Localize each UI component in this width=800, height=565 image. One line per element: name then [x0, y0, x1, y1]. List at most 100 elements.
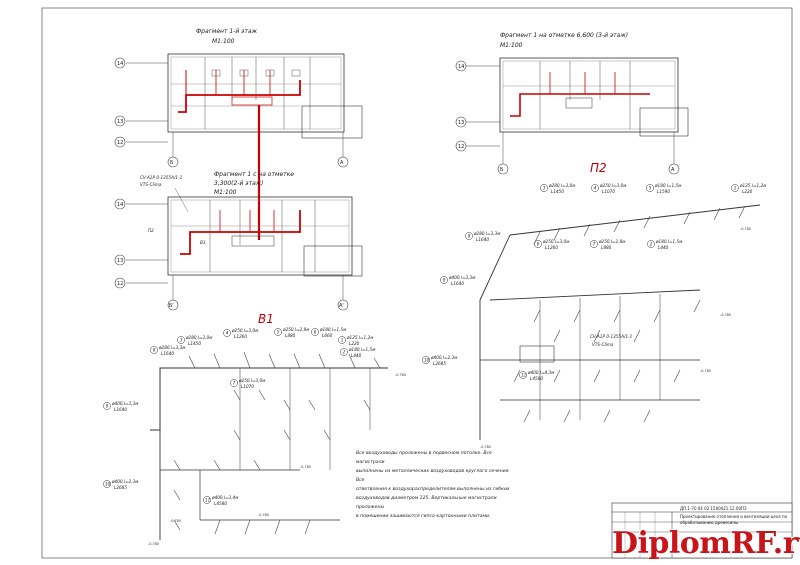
- svg-text:ø280,l=3,0м: ø280,l=3,0м: [548, 183, 575, 188]
- svg-text:8: 8: [153, 348, 156, 353]
- b1-label-group: 1 ø125,l=1,2м L220 2 ø180,l=1,5м L440 3 …: [103, 327, 375, 506]
- title-block: ДП.1-70 04 02 1500421.12.00ПЗ Проектиров…: [611, 502, 793, 559]
- svg-text:L1260: L1260: [545, 245, 558, 250]
- b1-label: 1 ø125,l=1,2м L220: [338, 335, 373, 346]
- svg-text:-0.780: -0.780: [258, 513, 269, 517]
- svg-text:4: 4: [226, 331, 229, 336]
- svg-text:-0.780: -0.780: [170, 519, 181, 523]
- svg-text:L1640: L1640: [161, 351, 174, 356]
- svg-text:L1450: L1450: [551, 189, 564, 194]
- svg-text:L1640: L1640: [114, 407, 127, 412]
- note-line: Все: [356, 477, 365, 483]
- svg-text:ø180,l=1,5м: ø180,l=1,5м: [319, 327, 346, 332]
- plan-1-scale: М1:100: [212, 38, 235, 45]
- svg-text:6: 6: [314, 330, 317, 335]
- svg-text:3: 3: [180, 338, 183, 343]
- svg-text:Б': Б': [169, 303, 174, 309]
- p2-label: 1 ø125,l=1,2м L220: [731, 183, 766, 194]
- svg-text:13: 13: [117, 258, 123, 264]
- svg-text:А: А: [671, 167, 675, 173]
- svg-text:-0.780: -0.780: [700, 369, 711, 373]
- note-line: проложены: [356, 505, 384, 510]
- scheme-p2-unit: CV-A1P 0-1355A/1-1: [590, 334, 633, 339]
- plan-3-title-line1: Фрагмент 1 с на отметке: [214, 171, 294, 178]
- b1-label: 7 ø250,l=3,0м L1070: [230, 378, 265, 389]
- p2-label: 5 ø180,l=1,5м L1590: [646, 183, 681, 194]
- b1-label: 4 ø250,l=3,0м L1260: [223, 328, 258, 339]
- svg-text:4: 4: [594, 186, 597, 191]
- p2-label: 2 ø180,l=1,5м L440: [647, 239, 682, 250]
- b1-label: 8 ø280,l=3,3м L1640: [150, 345, 185, 356]
- plan-3-brand: VTS-Clima: [140, 182, 162, 187]
- scheme-b1-title: В1: [258, 312, 274, 326]
- svg-text:ø180,l=1,5м: ø180,l=1,5м: [348, 347, 375, 352]
- svg-text:ø250,l=3,0м: ø250,l=3,0м: [542, 239, 569, 244]
- svg-text:L1640: L1640: [451, 281, 464, 286]
- svg-text:13: 13: [117, 119, 123, 125]
- svg-text:3: 3: [543, 186, 546, 191]
- p2-label: 7 ø250,l=2,8м L880: [590, 239, 625, 250]
- stamp-desc-line2: обрабатыванию древесины: [680, 520, 738, 525]
- plan-floor-3: Фрагмент 1 на отметке 6,600 (3-й этаж) М…: [455, 32, 689, 175]
- svg-text:L2685: L2685: [114, 485, 127, 490]
- b1-label: 6 ø180,l=1,5м L660: [311, 327, 346, 338]
- svg-text:12: 12: [117, 281, 123, 287]
- svg-text:2: 2: [343, 350, 346, 355]
- svg-text:L220: L220: [742, 189, 753, 194]
- p2-label: 3 ø280,l=3,0м L1450: [540, 183, 575, 194]
- plan-1-title: Фрагмент 1-й этаж: [196, 28, 258, 35]
- watermark-logo: DiplomRF.ru: [612, 526, 800, 561]
- svg-text:6: 6: [537, 242, 540, 247]
- svg-text:12: 12: [458, 144, 464, 150]
- svg-text:Б: Б: [170, 160, 174, 166]
- b1-label: 5 ø250,l=2,8м L880: [274, 327, 309, 338]
- svg-text:10: 10: [424, 358, 430, 363]
- plan-2-title: Фрагмент 1 на отметке 6,600 (3-й этаж): [500, 32, 628, 39]
- p2-label: 9 ø400,l=3,3м L1640: [440, 275, 475, 286]
- svg-text:ø250,l=3,0м: ø250,l=3,0м: [599, 183, 626, 188]
- plan-3-title-line2: 3,300(2-й этаж): [214, 180, 264, 187]
- note-line: Все воздуховоды проложены в подвесном по…: [356, 450, 492, 456]
- svg-text:А': А': [339, 303, 344, 309]
- svg-text:10: 10: [105, 482, 111, 487]
- plan-floor-2: Фрагмент 1 с на отметке 3,300(2-й этаж) …: [114, 171, 363, 311]
- svg-text:-0.780: -0.780: [300, 465, 311, 469]
- svg-text:А: А: [340, 160, 344, 166]
- svg-text:L880: L880: [285, 333, 296, 338]
- svg-text:7: 7: [233, 381, 236, 386]
- svg-text:ø125,l=1,2м: ø125,l=1,2м: [739, 183, 766, 188]
- svg-text:7: 7: [593, 242, 596, 247]
- svg-text:ø280,l=3,0м: ø280,l=3,0м: [185, 335, 212, 340]
- p2-label-group: 3 ø280,l=3,0м L1450 4 ø250,l=3,0м L1070 …: [422, 183, 766, 381]
- svg-text:L880: L880: [601, 245, 612, 250]
- stamp-code: ДП.1-70 04 02 1500421.12.00ПЗ: [680, 506, 747, 511]
- svg-text:L2685: L2685: [433, 361, 446, 366]
- svg-text:14: 14: [458, 64, 464, 70]
- svg-text:9: 9: [443, 278, 446, 283]
- svg-text:L4580: L4580: [214, 501, 227, 506]
- svg-text:-0.780: -0.780: [740, 227, 751, 231]
- svg-text:11: 11: [205, 498, 211, 503]
- plan-3-unit: CV-A1P 0-1355A/1-1: [140, 175, 183, 180]
- svg-text:ø180,l=1,5м: ø180,l=1,5м: [654, 183, 681, 188]
- scheme-p2-brand: VTS-Clima: [592, 342, 614, 347]
- svg-text:L1260: L1260: [234, 334, 247, 339]
- svg-text:L440: L440: [351, 353, 362, 358]
- svg-text:L1640: L1640: [476, 237, 489, 242]
- note-line: магистрали: [356, 460, 385, 465]
- scheme-p2: П2 -0.780 -0.780 -0.780 -0.780 CV-A1P 0-…: [422, 161, 766, 449]
- p2-label: 6 ø250,l=3,0м L1260: [534, 239, 569, 250]
- svg-text:ø125,l=1,2м: ø125,l=1,2м: [346, 335, 373, 340]
- svg-text:ø180,l=1,5м: ø180,l=1,5м: [655, 239, 682, 244]
- svg-text:L1590: L1590: [657, 189, 670, 194]
- svg-text:5: 5: [277, 330, 280, 335]
- svg-text:ø400,l=4,3м: ø400,l=4,3м: [527, 370, 554, 375]
- svg-text:14: 14: [117, 61, 123, 67]
- svg-text:-0.780: -0.780: [720, 313, 731, 317]
- p2-label: 8 ø280,l=3,3м L1640: [465, 231, 500, 242]
- svg-text:L660: L660: [322, 333, 333, 338]
- svg-text:ø400,l=3,3м: ø400,l=3,3м: [448, 275, 475, 280]
- svg-text:ø250,l=3,0м: ø250,l=3,0м: [238, 378, 265, 383]
- plan-floor-1: Фрагмент 1-й этаж М1:100 14 13 12: [114, 28, 363, 168]
- note-line: в помещении зашиваются гипсо-картонными …: [356, 514, 490, 519]
